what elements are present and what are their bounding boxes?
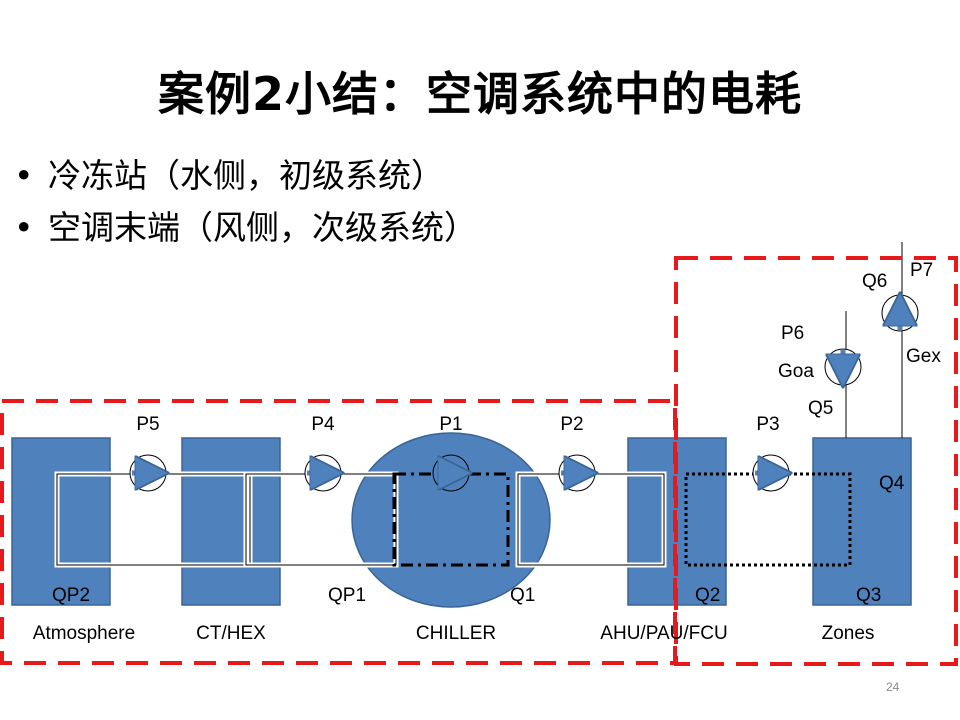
- label-p4: P4: [311, 414, 335, 435]
- page-title: 案例2小结：空调系统中的电耗: [157, 67, 802, 121]
- secondary-system-boundary: [674, 256, 958, 666]
- label-q4: Q4: [879, 473, 905, 494]
- pump-p2: [558, 454, 595, 492]
- ct-hex-block: [181, 437, 281, 606]
- label-p5: P5: [136, 414, 159, 435]
- label-gex: Gex: [906, 346, 941, 367]
- label-zones: Zones: [822, 623, 875, 644]
- label-q6: Q6: [862, 271, 887, 292]
- label-p2: P2: [560, 414, 583, 435]
- pump-p4: [304, 454, 341, 492]
- fan-p7: [881, 295, 919, 332]
- pump-p1: [432, 454, 469, 492]
- label-q5: Q5: [808, 398, 833, 419]
- label-p3: P3: [756, 414, 779, 435]
- label-q1: Q1: [510, 585, 535, 606]
- label-q2: Q2: [695, 585, 720, 606]
- zones-block: [812, 437, 912, 606]
- fan-p3: [752, 454, 789, 492]
- label-qp2: QP2: [52, 585, 90, 606]
- bullet-text: 空调末端（风侧，次级系统）: [48, 208, 477, 247]
- pump-p5: [129, 454, 166, 492]
- bullet-marker: •: [14, 156, 34, 195]
- bullet-text: 冷冻站（水侧，初级系统）: [48, 156, 444, 195]
- label-q3: Q3: [856, 585, 881, 606]
- label-goa: Goa: [778, 361, 814, 382]
- page-number: 24: [886, 680, 900, 694]
- label-ct-hex: CT/HEX: [196, 623, 266, 644]
- label-ahu: AHU/PAU/FCU: [600, 623, 727, 644]
- bullet-list: • 冷冻站（水侧，初级系统） • 空调末端（风侧，次级系统）: [14, 150, 477, 254]
- label-qp1: QP1: [328, 585, 366, 606]
- label-chiller: CHILLER: [416, 623, 496, 644]
- atmosphere-block: [11, 437, 111, 606]
- label-atmosphere: Atmosphere: [33, 623, 135, 644]
- label-p1: P1: [439, 414, 462, 435]
- label-p7: P7: [910, 260, 933, 281]
- label-p6: P6: [781, 323, 804, 344]
- bullet-item-air-side: • 空调末端（风侧，次级系统）: [14, 202, 477, 254]
- air-loop: [684, 472, 852, 567]
- bullet-marker: •: [14, 208, 34, 247]
- fan-p6: [824, 348, 862, 385]
- bullet-item-water-side: • 冷冻站（水侧，初级系统）: [14, 150, 477, 202]
